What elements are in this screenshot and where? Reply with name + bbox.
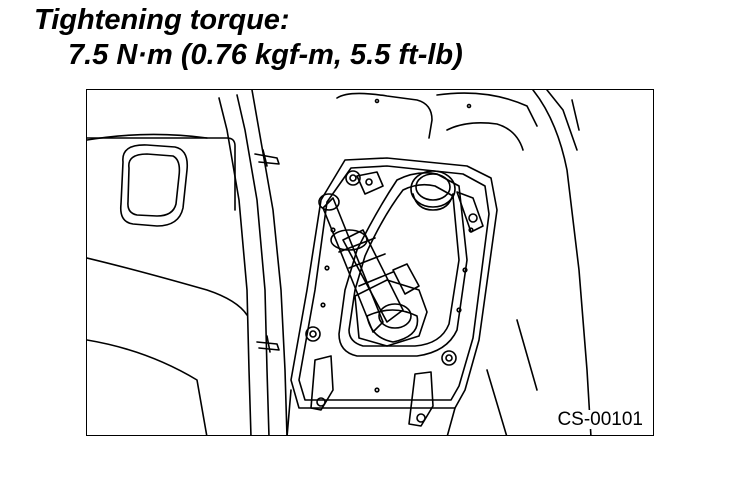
door-panel-left [87,133,248,435]
figure-code: CS-00101 [555,409,645,430]
console-side-left [218,90,288,435]
shift-lever-diagram: CS-00101 [86,89,654,436]
shift-knob [410,170,456,211]
gear-lever [318,193,420,333]
console-top [336,90,592,435]
tightening-bolts [305,170,457,366]
diagram-drawing [87,90,592,435]
shift-base-plate [290,157,498,409]
mounting-brackets [310,171,484,427]
shift-boot [338,172,468,357]
floor-lines [286,319,538,435]
torque-spec: 7.5 N·m (0.76 kgf-m, 5.5 ft-lb) [68,39,463,71]
page-title: Tightening torque: [34,4,290,36]
